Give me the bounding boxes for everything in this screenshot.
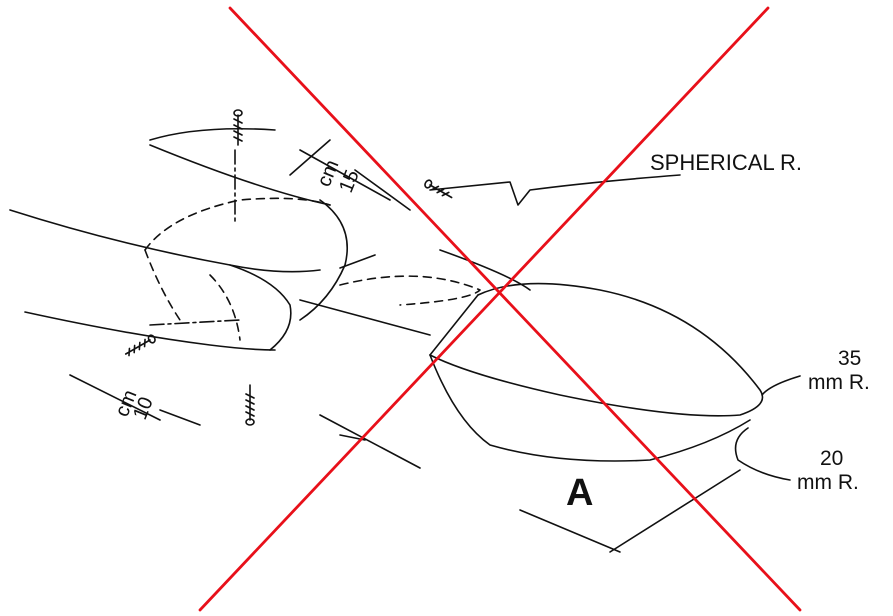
radius-20-unit: mm R. xyxy=(797,471,859,494)
dimA-line-3 xyxy=(609,469,741,553)
spherical-radius-label: SPHERICAL R. xyxy=(650,150,803,175)
dim15-line-b xyxy=(354,169,411,211)
beam-bottom-curve xyxy=(229,264,292,351)
radius-35-unit: mm R. xyxy=(808,371,870,394)
nose-top-edge xyxy=(429,282,764,417)
screw-bottom xyxy=(245,384,255,426)
dimension-a-label: A xyxy=(566,472,594,514)
connector-1 xyxy=(439,249,531,291)
hidden-arc-center xyxy=(339,275,481,306)
leader-20 xyxy=(734,427,791,481)
beam-upper-side xyxy=(9,209,321,273)
screw-right xyxy=(424,179,453,199)
dimA-line-2 xyxy=(519,509,621,553)
dim10-line-b xyxy=(159,409,201,426)
centerline-horizontal xyxy=(149,319,241,326)
beam-top-line xyxy=(149,144,331,206)
cross-line-2 xyxy=(198,6,770,612)
screw-left xyxy=(124,334,156,357)
hidden-arc-top xyxy=(144,197,331,251)
hidden-arc-lower xyxy=(209,274,241,341)
beam-lower-side xyxy=(24,311,276,351)
leader-arrow-spherical xyxy=(339,254,376,269)
beam-top-edge xyxy=(149,127,276,141)
cross-line-1 xyxy=(228,6,802,612)
radius-20-value: 20 xyxy=(820,447,844,470)
dim10-line-a xyxy=(69,374,161,421)
nose-bottom-edge xyxy=(429,354,751,462)
connector-2 xyxy=(299,299,431,336)
radius-35-value: 35 xyxy=(838,347,862,370)
hidden-arc-left xyxy=(144,249,181,321)
nose-join xyxy=(429,294,479,356)
leader-spherical xyxy=(429,174,681,206)
dim15-line-a xyxy=(299,149,391,201)
dim15-ext xyxy=(289,139,331,176)
screw-top xyxy=(233,109,243,146)
dimA-line-1 xyxy=(319,414,421,469)
beam-end-curve xyxy=(299,199,349,321)
leader-35 xyxy=(761,375,801,396)
